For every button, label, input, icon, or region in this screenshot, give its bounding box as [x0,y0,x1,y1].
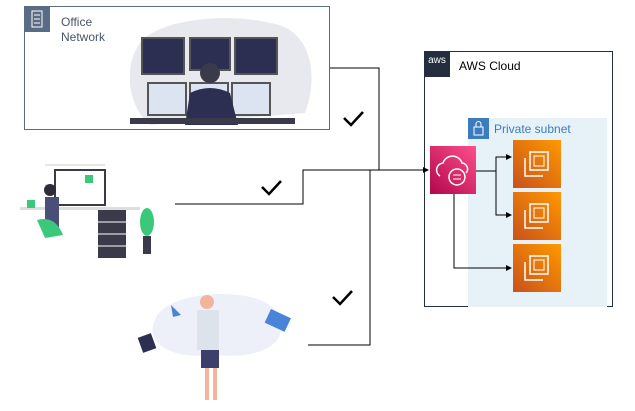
home-connector [175,167,429,205]
vpn-to-ec2-3 [453,194,512,271]
vpn-to-ec2-1 [476,154,512,172]
cloud-gear-icon [435,155,469,186]
office-label-line2: Network [61,30,106,44]
office-network-group [24,6,330,130]
check-icon [343,111,364,127]
chip-icon [524,151,549,177]
lock-icon [468,118,489,139]
client-vpn-endpoint[interactable] [430,146,476,194]
private-subnet-label: Private subnet [494,122,571,136]
office-label-line1: Office [61,15,93,29]
home-worker-illustration [20,164,154,258]
office-connector [330,67,380,170]
check-icon [261,180,282,196]
check-icon [332,290,353,306]
aws-cloud-label: AWS Cloud [459,59,521,73]
office-network-label: Office Network [61,15,105,45]
ec2-instance-3[interactable] [513,244,561,292]
vpn-to-ec2-2 [495,171,512,218]
chip-icon [524,255,549,281]
office-building-icon [24,6,50,32]
chip-icon [524,203,549,229]
mobile-worker-illustration [137,293,291,400]
office-worker-illustration [129,18,312,125]
aws-logo-icon: aws [424,51,450,77]
ec2-instance-2[interactable] [513,192,561,240]
mobile-connector [308,170,371,346]
ec2-instance-1[interactable] [513,140,561,188]
